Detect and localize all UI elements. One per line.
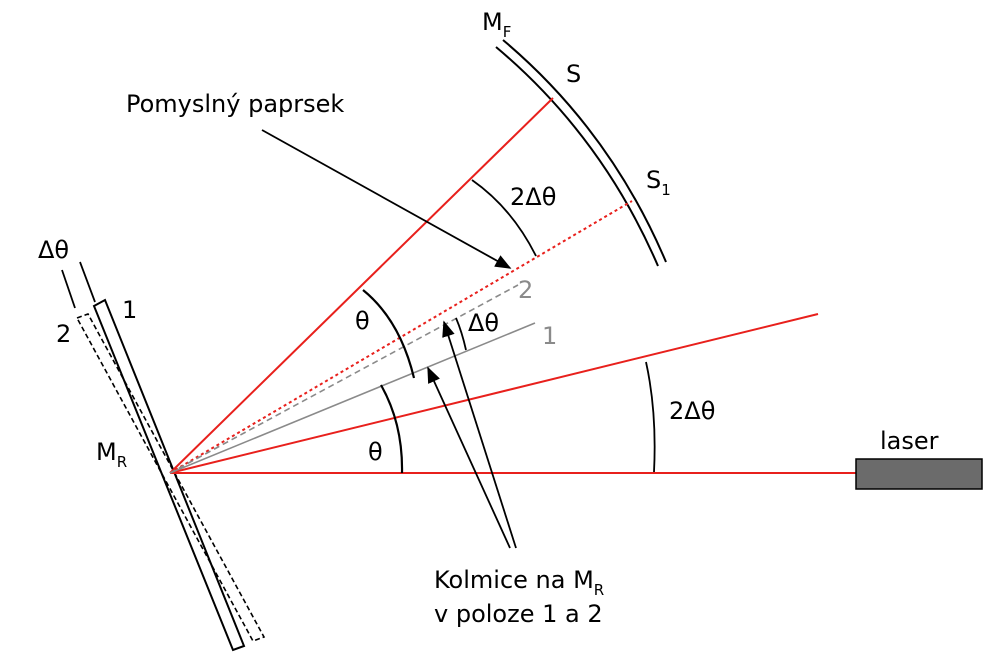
theta-lower-arc xyxy=(380,384,404,474)
theta-lower-label: θ xyxy=(368,438,383,466)
mirror-normals xyxy=(169,284,536,474)
mirror-position-1 xyxy=(92,298,246,652)
reflected-ray-s xyxy=(169,97,554,474)
angle-arcs xyxy=(362,179,656,474)
mirror-position-2 xyxy=(75,313,266,642)
point-s1-label: S1 xyxy=(646,166,671,199)
delta-theta-bracket xyxy=(61,261,96,309)
normal-1-pointer xyxy=(427,366,511,549)
normal-2-pointer xyxy=(442,320,517,549)
delta-theta-top-label: Δθ xyxy=(38,236,69,264)
normals-caption-line1: Kolmice na MR xyxy=(434,566,604,599)
mirror-position-1-label: 1 xyxy=(122,296,137,324)
point-s-label: S xyxy=(566,60,581,88)
laser-label: laser xyxy=(880,427,939,455)
normal-2-label: 2 xyxy=(518,276,533,304)
delta-theta-arc xyxy=(455,317,467,351)
two-delta-theta-lower-label: 2Δθ xyxy=(669,397,715,425)
pointer-arrows xyxy=(261,129,517,549)
light-rays xyxy=(169,97,856,474)
imaginary-ray-pointer xyxy=(261,129,512,269)
far-mirror xyxy=(495,39,667,267)
imaginary-ray-s1 xyxy=(169,200,633,474)
imaginary-ray-label: Pomyslný paprsek xyxy=(126,90,344,118)
normal-position-1 xyxy=(169,322,536,474)
two-delta-theta-upper-label: 2Δθ xyxy=(510,183,556,211)
two-delta-theta-lower-arc xyxy=(645,361,656,473)
two-delta-theta-upper-arc xyxy=(471,179,537,257)
rotated-incident-ray xyxy=(169,313,819,474)
mirror-r-label: MR xyxy=(96,438,127,471)
normal-1-label: 1 xyxy=(542,322,557,350)
mirror-position-2-label: 2 xyxy=(56,320,71,348)
laser-box xyxy=(855,458,983,490)
theta-upper-label: θ xyxy=(355,307,370,335)
theta-upper-arc xyxy=(362,289,416,379)
mirror-f-label: MF xyxy=(482,8,511,41)
normals-caption-line2: v poloze 1 a 2 xyxy=(434,600,603,628)
rotating-mirror xyxy=(75,298,266,652)
delta-theta-mid-label: Δθ xyxy=(468,309,499,337)
normal-position-2 xyxy=(169,284,519,474)
